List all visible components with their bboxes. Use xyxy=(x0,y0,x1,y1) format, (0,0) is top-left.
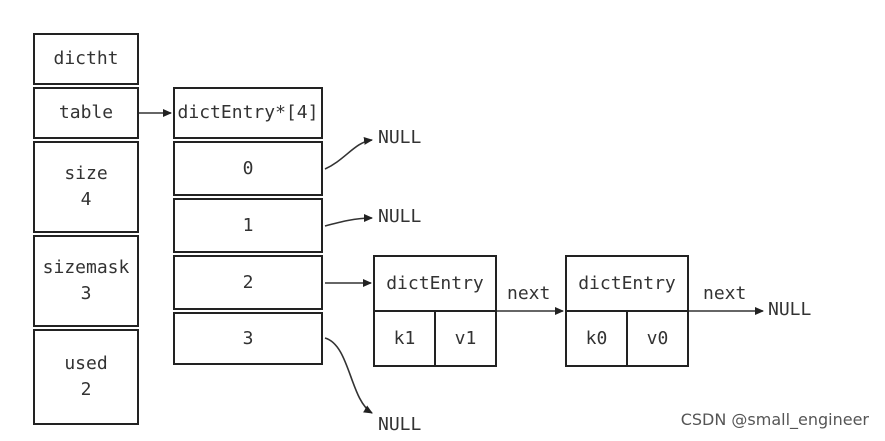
dictht-sizemask-value: 3 xyxy=(80,283,92,304)
dictht-sizemask-label: sizemask xyxy=(42,257,130,278)
dict-entry-1-value: v1 xyxy=(434,310,497,367)
dict-entry-title: dictEntry xyxy=(386,272,484,294)
dictht-title-cell: dictht xyxy=(33,33,139,85)
table-slot-2: 2 xyxy=(173,255,323,310)
slot-0-null-arrow xyxy=(324,136,373,170)
dictht-size-label: size xyxy=(64,163,108,184)
dict-entry-1-title: dictEntry xyxy=(373,255,497,312)
table-slot-label: 1 xyxy=(242,214,254,236)
dict-entry-key: k0 xyxy=(585,327,608,349)
dictht-size-cell: size 4 xyxy=(33,141,139,233)
table-slot-1: 1 xyxy=(173,198,323,253)
table-slot-label: 3 xyxy=(242,327,254,349)
dictht-sizemask-cell: sizemask 3 xyxy=(33,235,139,327)
dictht-table-label: table xyxy=(58,102,114,123)
dictht-title: dictht xyxy=(53,48,119,69)
table-array-header-label: dictEntry*[4] xyxy=(177,102,319,123)
dict-entry-1-key: k1 xyxy=(373,310,436,367)
table-slot-0: 0 xyxy=(173,141,323,196)
dictht-used-label: used xyxy=(64,353,108,374)
watermark: CSDN @small_engineer xyxy=(680,410,869,429)
slot-3-null-arrow xyxy=(324,337,373,414)
slot-1-null-arrow xyxy=(324,214,373,227)
null-label-slot-0: NULL xyxy=(378,127,422,148)
next-label-entry-1: next xyxy=(507,283,551,304)
table-slot-3: 3 xyxy=(173,312,323,365)
dictht-size-value: 4 xyxy=(80,189,92,210)
next-label-entry-2: next xyxy=(703,283,747,304)
table-slot-label: 0 xyxy=(242,157,254,179)
null-label-slot-3: NULL xyxy=(378,414,422,435)
null-label-slot-1: NULL xyxy=(378,206,422,227)
dict-entry-key: k1 xyxy=(393,327,416,349)
dict-entry-2-title: dictEntry xyxy=(565,255,689,312)
dict-entry-value: v0 xyxy=(646,327,669,349)
dict-entry-2-value: v0 xyxy=(626,310,689,367)
dict-entry-value: v1 xyxy=(454,327,477,349)
null-label-chain-end: NULL xyxy=(768,299,812,320)
dictht-used-cell: used 2 xyxy=(33,329,139,425)
dict-entry-title: dictEntry xyxy=(578,272,676,294)
dictht-used-value: 2 xyxy=(80,379,92,400)
table-array-header: dictEntry*[4] xyxy=(173,87,323,139)
dict-entry-2-key: k0 xyxy=(565,310,628,367)
dictht-table-cell: table xyxy=(33,87,139,139)
table-slot-label: 2 xyxy=(242,271,254,293)
